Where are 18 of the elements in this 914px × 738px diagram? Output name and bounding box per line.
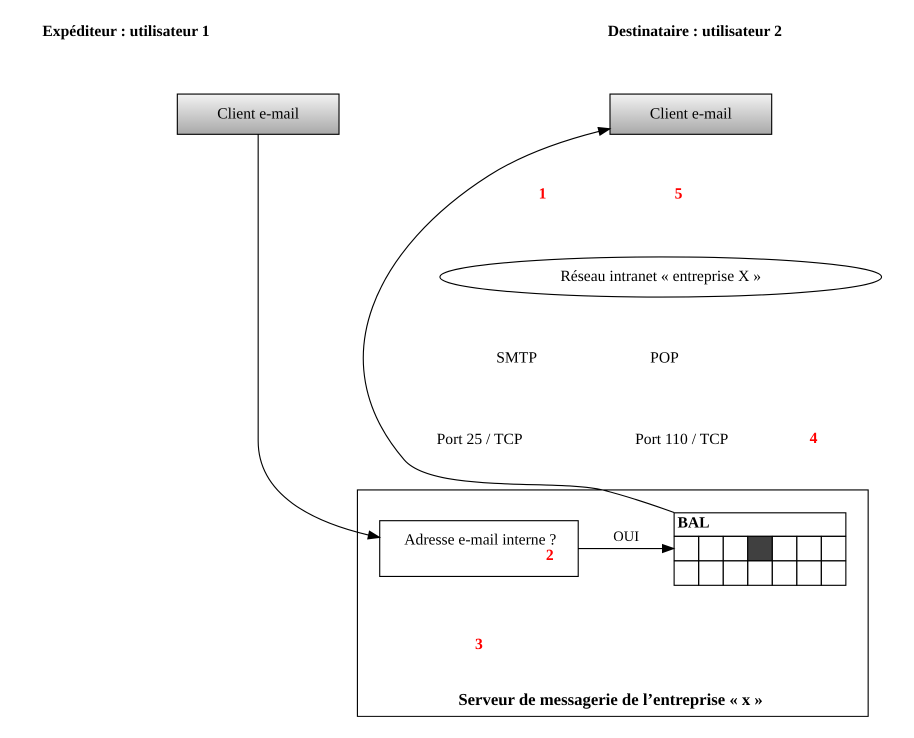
label: SMTP (496, 350, 537, 367)
label: 5 (674, 186, 682, 203)
node-ellipse: Réseau intranet « entreprise X » (438, 256, 882, 298)
edge-label: OUI (612, 529, 639, 546)
label: 1 (538, 186, 546, 203)
arrow (578, 544, 675, 554)
label: Port 25 / TCP (436, 430, 522, 448)
label: Expéditeur : utilisateur 1 (42, 22, 210, 40)
node-box: Client e-mail (608, 94, 772, 135)
label: Destinataire : utilisateur 2 (607, 22, 782, 40)
label: 4 (809, 430, 817, 447)
label: 3 (474, 636, 482, 654)
label: Port 110 / TCP (634, 430, 728, 448)
arrow (257, 134, 381, 540)
arrow (362, 126, 674, 514)
label: POP (650, 350, 678, 367)
node-box: Client e-mail (176, 94, 340, 135)
node-box: Adresse e-mail interne ? 2 (378, 520, 578, 577)
